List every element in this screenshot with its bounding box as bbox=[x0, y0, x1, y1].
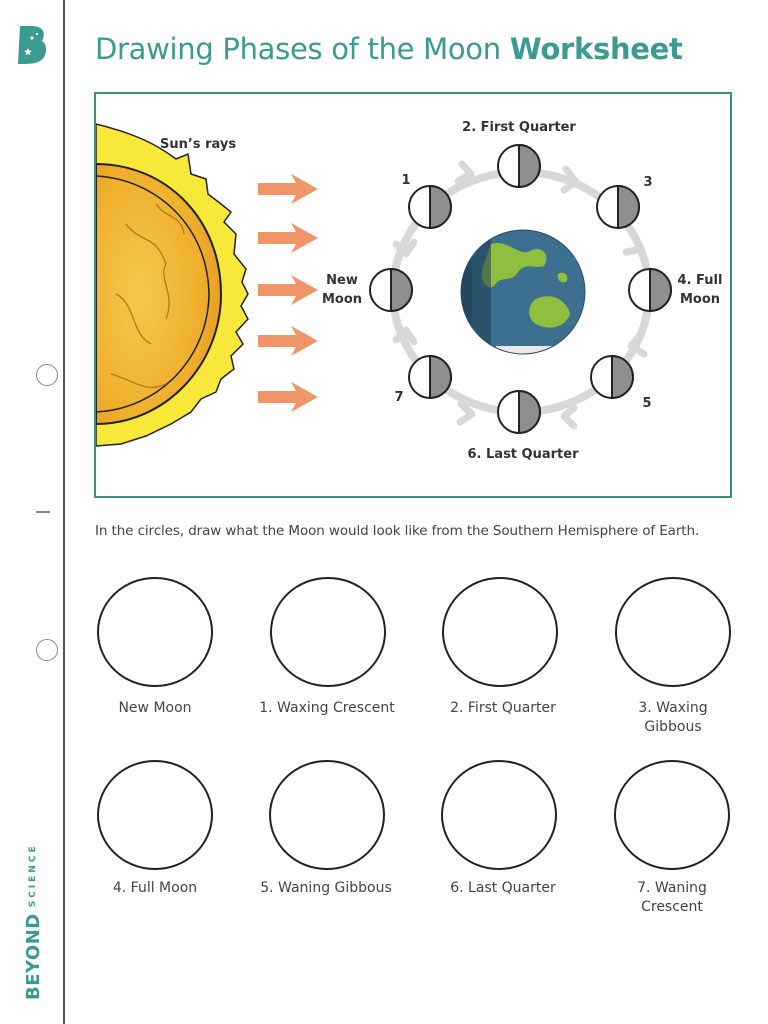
caption-line1: 4. Full Moon bbox=[112, 880, 198, 896]
caption-waxing-gibbous: 3. Waxing Gibbous bbox=[588, 699, 758, 737]
label-full-line1: 4. Full bbox=[678, 273, 723, 288]
title-bold: Worksheet bbox=[509, 32, 683, 66]
title-main: Drawing Phases of the Moon bbox=[95, 32, 510, 66]
label-3: 3 bbox=[643, 175, 652, 190]
caption-line1: 7. Waning bbox=[637, 880, 707, 896]
brand-wordmark: BEYOND SCIENCE bbox=[8, 840, 58, 1000]
caption-line1: 1. Waxing Crescent bbox=[259, 700, 395, 716]
caption-line1: 2. First Quarter bbox=[450, 700, 556, 716]
moon-full-icon bbox=[628, 267, 672, 313]
brand-name: BEYOND bbox=[22, 913, 44, 1000]
label-full-line2: Moon bbox=[680, 292, 720, 307]
caption-line1: New Moon bbox=[118, 700, 192, 716]
caption-last-quarter: 6. Last Quarter bbox=[418, 879, 588, 898]
moon-last-quarter-icon bbox=[497, 389, 541, 435]
margin-line bbox=[63, 0, 65, 1024]
draw-circle-waxing-crescent[interactable] bbox=[270, 577, 386, 687]
caption-line1: 5. Waning Gibbous bbox=[260, 880, 392, 896]
caption-line1: 3. Waxing bbox=[638, 700, 708, 716]
page-title: Drawing Phases of the Moon Worksheet bbox=[95, 32, 683, 66]
caption-waning-gibbous: 5. Waning Gibbous bbox=[241, 879, 411, 898]
moon-5-icon bbox=[590, 354, 634, 400]
label-1: 1 bbox=[401, 173, 410, 188]
brand-sub: SCIENCE bbox=[28, 843, 38, 908]
binder-hole-top bbox=[36, 364, 58, 386]
sun-ray-arrows bbox=[258, 174, 318, 412]
label-7: 7 bbox=[394, 390, 403, 405]
instruction-text: In the circles, draw what the Moon would… bbox=[95, 523, 700, 539]
moon-first-quarter-icon bbox=[497, 143, 541, 189]
sun-icon bbox=[96, 123, 249, 447]
sun-rays-label: Sun’s rays bbox=[160, 137, 236, 152]
draw-circle-new-moon[interactable] bbox=[97, 577, 213, 687]
binder-hole-bottom bbox=[36, 639, 58, 661]
label-new-line2: Moon bbox=[322, 292, 362, 307]
draw-circle-first-quarter[interactable] bbox=[442, 577, 558, 687]
orbit-direction-arrows bbox=[392, 160, 648, 430]
earth-icon bbox=[460, 229, 586, 355]
beyond-logo-icon bbox=[18, 26, 47, 64]
draw-circle-last-quarter[interactable] bbox=[441, 760, 557, 870]
caption-full-moon: 4. Full Moon bbox=[70, 879, 240, 898]
caption-line1: 6. Last Quarter bbox=[450, 880, 556, 896]
ray-arrow-4 bbox=[258, 326, 318, 356]
draw-circle-full-moon[interactable] bbox=[97, 760, 213, 870]
ray-arrow-1 bbox=[258, 174, 318, 204]
ray-arrow-2 bbox=[258, 223, 318, 253]
label-5: 5 bbox=[642, 396, 651, 411]
caption-waning-crescent: 7. Waning Crescent bbox=[587, 879, 757, 917]
moon-phase-diagram: Sun’s rays bbox=[94, 92, 732, 498]
label-last-quarter: 6. Last Quarter bbox=[468, 447, 580, 462]
caption-line2: Gibbous bbox=[644, 719, 702, 735]
moon-new-icon bbox=[369, 267, 413, 313]
draw-circle-waxing-gibbous[interactable] bbox=[615, 577, 731, 687]
ray-arrow-5 bbox=[258, 382, 318, 412]
caption-line2: Crescent bbox=[641, 899, 703, 915]
label-first-quarter: 2. First Quarter bbox=[462, 120, 576, 135]
moon-3-icon bbox=[596, 184, 640, 230]
diagram-svg: Sun’s rays bbox=[96, 120, 723, 462]
moon-1-icon bbox=[408, 184, 452, 230]
draw-circle-waning-gibbous[interactable] bbox=[269, 760, 385, 870]
caption-waxing-crescent: 1. Waxing Crescent bbox=[242, 699, 412, 718]
ray-arrow-3 bbox=[258, 275, 318, 305]
label-new-line1: New bbox=[326, 273, 358, 288]
fold-mark bbox=[36, 511, 50, 513]
caption-first-quarter: 2. First Quarter bbox=[418, 699, 588, 718]
caption-new-moon: New Moon bbox=[70, 699, 240, 718]
draw-circle-waning-crescent[interactable] bbox=[614, 760, 730, 870]
moon-7-icon bbox=[408, 354, 452, 400]
